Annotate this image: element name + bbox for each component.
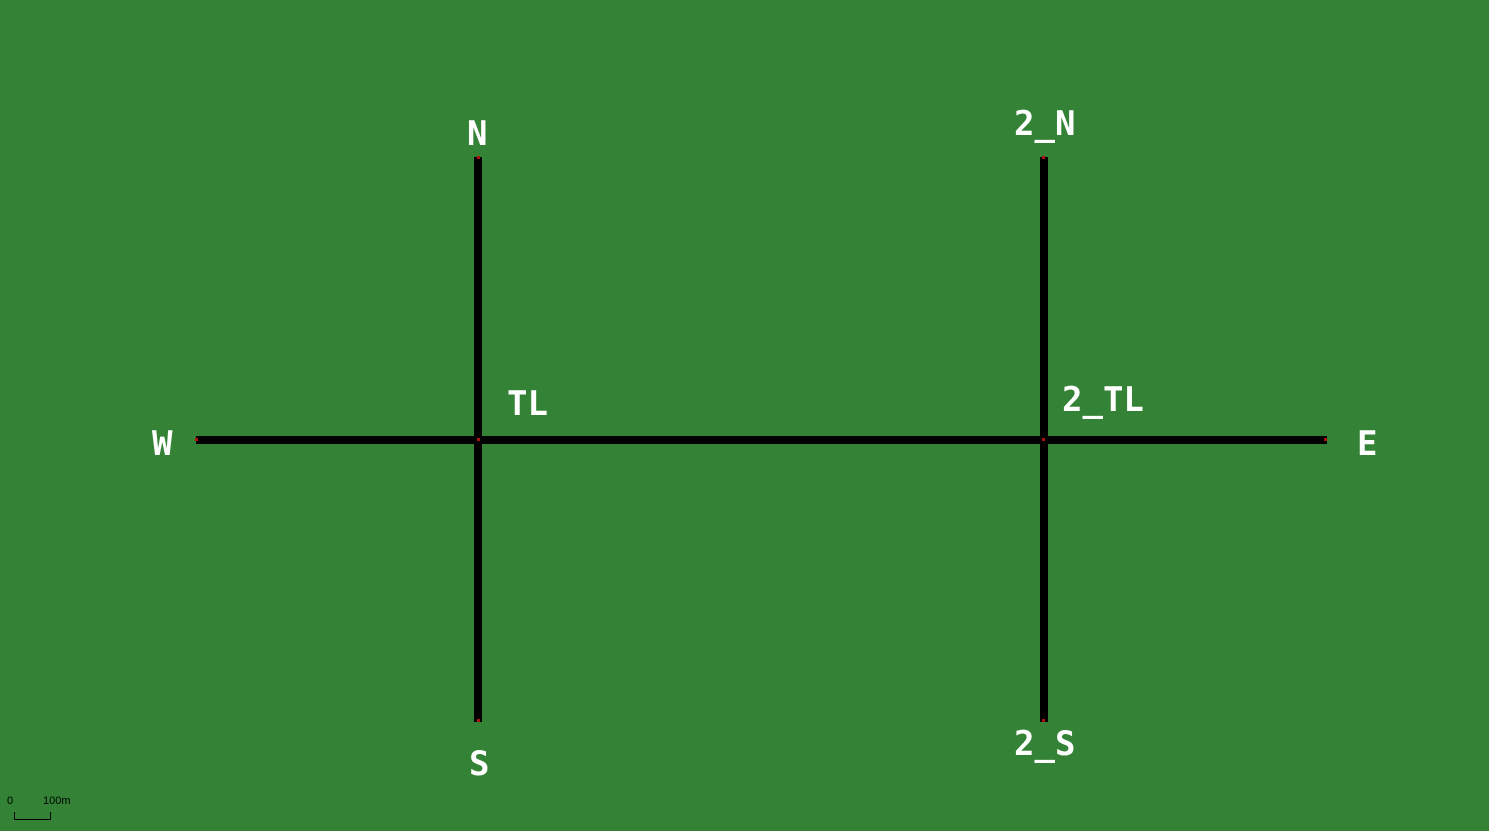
node-e-marker: [1324, 438, 1327, 441]
node-label-2-tl: 2_TL: [1062, 380, 1144, 420]
node-w-marker: [195, 438, 198, 441]
node-label-tl: TL: [507, 384, 548, 424]
junction-2-tl-marker: [1042, 438, 1045, 441]
node-s-marker: [477, 719, 480, 722]
junction-tl-marker: [477, 438, 480, 441]
node-label-s: S: [469, 744, 490, 784]
scale-zero-label: 0: [7, 795, 14, 807]
node-2-s-marker: [1042, 719, 1045, 722]
node-2-n-marker: [1042, 156, 1045, 159]
scale-line: [14, 812, 51, 820]
node-label-2-n: 2_N: [1014, 104, 1076, 144]
node-label-w: W: [152, 424, 173, 464]
road-west-east: [196, 436, 1327, 444]
node-label-e: E: [1357, 424, 1378, 464]
scale-distance-label: 100m: [43, 795, 71, 807]
node-label-2-s: 2_S: [1014, 724, 1076, 764]
node-label-n: N: [467, 114, 488, 154]
node-n-marker: [477, 156, 480, 159]
map-scale-bar: 0 100m: [6, 795, 71, 826]
